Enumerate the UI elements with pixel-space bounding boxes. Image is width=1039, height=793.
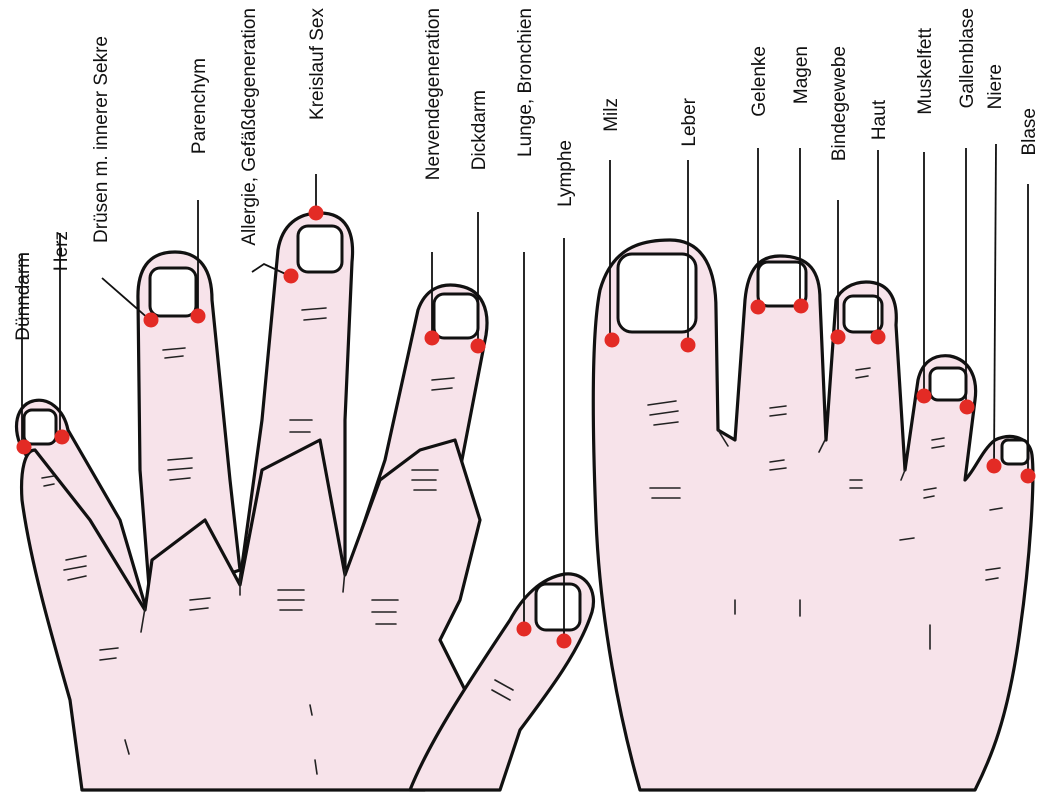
foot-nail-toe-5 [1002,440,1028,464]
acupoint-marker [284,269,299,284]
acupoint-marker [144,313,159,328]
foot-nail-big-toe [618,254,696,332]
acupoint-marker [17,440,32,455]
foot-nail-toe-3 [844,296,882,332]
hand-nail-thumb [536,584,580,630]
acupoint-marker [831,330,846,345]
acupoint-marker [871,330,886,345]
acupoint-marker [309,206,324,221]
hand-nail-middle [298,226,342,272]
acupoint-marker [605,333,620,348]
point-blase: Blase [1019,108,1039,484]
point-label: Milz [601,98,622,132]
point-label: Gallenblase [957,8,978,108]
point-label: Blase [1019,108,1039,156]
point-label: Nervendegeneration [423,8,444,180]
point-gallenblase: Gallenblase [957,8,978,415]
acupoint-marker [517,622,532,637]
acupoint-marker [1021,469,1036,484]
foot-illustration [593,240,1032,790]
acupoint-marker [425,331,440,346]
point-lunge-bronchien: Lunge, Bronchien [515,8,536,637]
hand-nail-index [434,294,478,338]
point-label: Haut [869,99,890,140]
point-label: Dickdarm [469,90,490,170]
point-lymphe: Lymphe [555,140,576,649]
point-label: Lymphe [555,140,576,207]
point-muskelfett: Muskelfett [915,27,936,403]
point-label: Bindegewebe [829,46,850,161]
acupoint-marker [987,459,1002,474]
acupoint-marker [794,299,809,314]
point-niere: Niere [985,64,1006,474]
acupoint-marker [471,339,486,354]
point-kreislauf-sex: Kreislauf Sex [307,8,328,221]
acupoint-marker [917,389,932,404]
point-label: Muskelfett [915,27,936,114]
acupoint-marker [960,400,975,415]
acupoint-marker [681,338,696,353]
point-label: Leber [679,97,700,146]
hand-illustration [17,213,594,790]
point-label: Parenchym [189,58,210,154]
acupoint-marker [55,430,70,445]
point-label: Drüsen m. innerer Sekre [91,36,112,243]
leader-line [994,144,996,466]
acupoint-marker [191,309,206,324]
acupoint-marker [751,300,766,315]
point-label: Lunge, Bronchien [515,8,536,157]
point-label: Niere [985,64,1006,109]
point-label: Kreislauf Sex [307,8,328,120]
hand-nail-ring [150,268,196,316]
point-label: Herz [51,231,72,271]
foot-nail-toe-4 [930,368,966,400]
point-label: Allergie, Gefäßdegeneration [239,8,260,246]
point-label: Dünndarm [13,252,34,341]
point-label: Magen [791,46,812,104]
acupoint-marker [557,634,572,649]
hand-nail-little [24,410,56,444]
point-label: Gelenke [749,46,770,117]
